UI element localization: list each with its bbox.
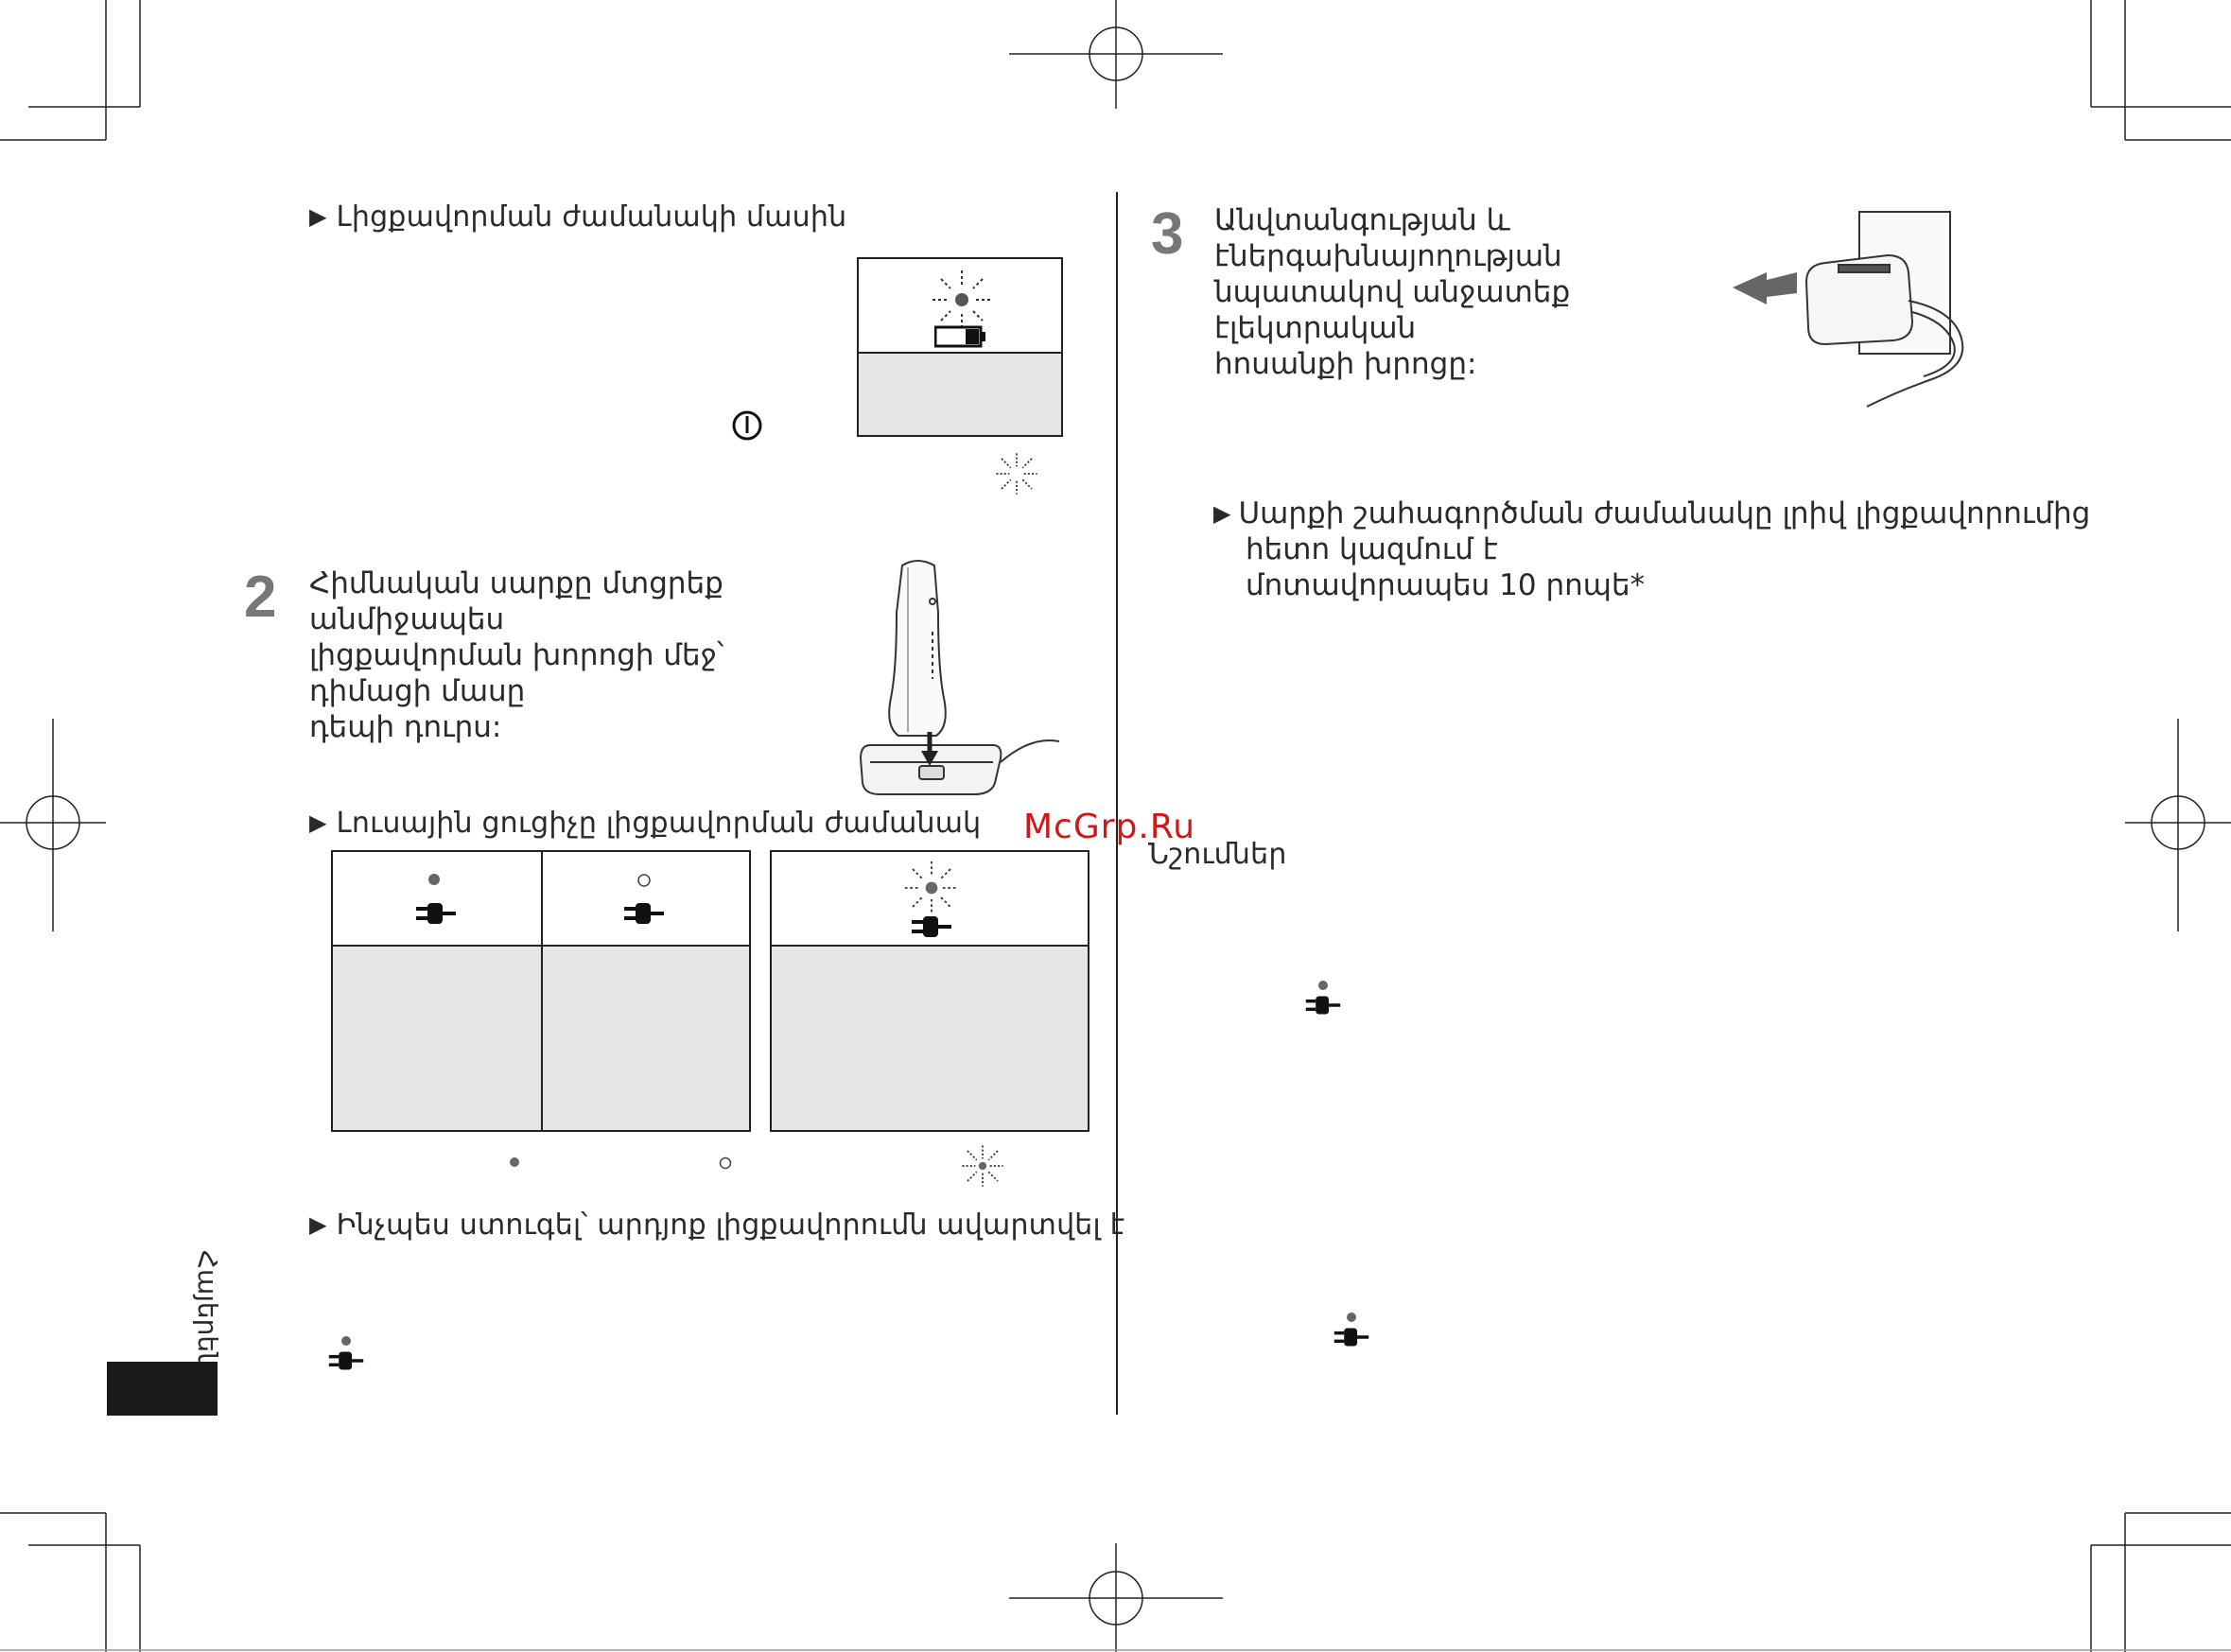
indicator-shade [772,945,1088,1130]
table-divider [541,852,543,1130]
language-tab-marker [107,1362,218,1416]
bullet-triangle-icon: ▶ [1213,500,1231,527]
charging-time-heading: ▶Լիցքավորման ժամանակի մասին [309,200,847,234]
bullet-triangle-icon: ▶ [309,1211,327,1238]
charging-plug-icon [912,916,951,937]
language-tab-label: Հայերեն [192,1250,223,1369]
step-2-number: 2 [244,565,277,630]
watermark-text: McGrp.Ru [1023,808,1196,846]
indicator-heading: ▶Լուսային ցուցիչը լիցքավորման ժամանակ [309,807,982,840]
bullet-triangle-icon: ▶ [309,203,327,230]
indicator-shade [859,352,1061,435]
indicator-table-blinking [770,850,1089,1132]
blinking-light-icon [996,453,1037,495]
lit-light-icon [341,1336,351,1346]
power-button-icon [732,410,762,441]
how-to-check-heading: ▶Ինչպես ստուգել՝ արդյոք լիցքավորումն ավա… [309,1209,1125,1242]
lit-light-icon [510,1157,519,1167]
blinking-light-icon [932,270,991,329]
unplug-adapter-illustration [1733,211,1964,408]
step-3-number: 3 [1151,201,1184,267]
step-2-text: Հիմնական սարքը մտցրեք անմիջապես լիցքավոր… [309,566,724,744]
blinking-light-icon [962,1145,1003,1187]
notes-heading: Նշումներ [1148,838,1287,871]
blinking-light-icon [904,861,959,915]
battery-indicator-box [857,257,1063,437]
column-divider [1116,192,1118,1415]
charging-plug-icon [624,903,664,924]
charging-plug-icon [416,903,456,924]
charging-plug-icon [1333,1328,1369,1347]
charging-plug-icon [1305,996,1341,1015]
device-on-charger-illustration [859,560,1059,795]
step-3-text: Անվտանգության և էներգախնայողության նպատա… [1214,203,1571,381]
lit-light-icon [428,874,440,885]
unlit-light-icon [719,1156,732,1170]
bullet-triangle-icon: ▶ [309,809,327,836]
lit-light-icon [1318,981,1328,990]
indicator-table-steady [331,850,751,1132]
low-battery-icon [934,325,985,348]
lit-light-icon [1347,1313,1356,1322]
charging-plug-icon [328,1351,364,1370]
usage-time-note: ▶Սարքի շահագործման ժամանակը լրիվ լիցքավո… [1213,496,2091,602]
unlit-light-icon [637,874,651,887]
